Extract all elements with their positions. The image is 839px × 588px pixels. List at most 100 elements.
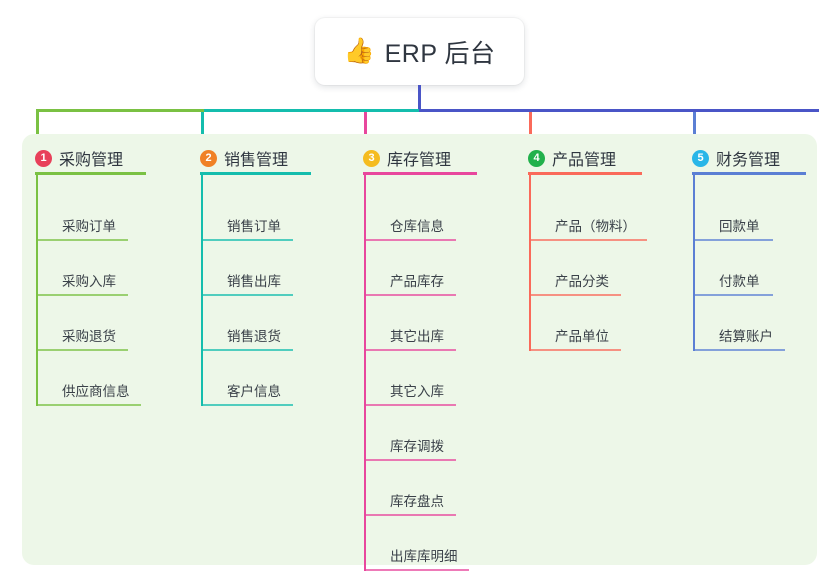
leaf-item[interactable]: 供应商信息 [35, 356, 144, 406]
leaf-item[interactable]: 客户信息 [200, 356, 296, 406]
branch-header-4[interactable]: 4 产品管理 [528, 146, 616, 170]
leaf-item-rule [529, 349, 621, 351]
leaf-item-rule [36, 404, 141, 406]
leaf-item-label: 产品单位 [555, 329, 609, 344]
branch-header-rule-4 [528, 172, 642, 175]
branch-badge-4: 4 [528, 149, 545, 167]
branch-header-2[interactable]: 2 销售管理 [200, 146, 288, 170]
leaf-item[interactable]: 库存调拨 [363, 411, 459, 461]
branch-header-3[interactable]: 3 库存管理 [363, 146, 451, 170]
connector-segment-1 [36, 109, 204, 112]
branch-title-2: 销售管理 [224, 152, 289, 169]
leaf-item-rule [529, 239, 647, 241]
leaf-item[interactable]: 销售退货 [200, 301, 296, 351]
branch-badge-3: 3 [363, 149, 380, 167]
leaf-item[interactable]: 其它出库 [363, 301, 459, 351]
leaf-item-rule [364, 239, 456, 241]
branch-header-5[interactable]: 5 财务管理 [692, 146, 780, 170]
leaf-item-label: 采购入库 [62, 274, 116, 289]
leaf-item-label: 采购订单 [62, 219, 116, 234]
leaf-item[interactable]: 销售出库 [200, 246, 296, 296]
leaf-item-rule [364, 294, 456, 296]
leaf-item-rule [201, 349, 293, 351]
leaf-item-rule [693, 239, 773, 241]
leaf-item-rule [36, 239, 128, 241]
branch-title-4: 产品管理 [552, 152, 617, 169]
branch-panel: 1 采购管理采购订单采购入库采购退货供应商信息 2 销售管理销售订单销售出库销售退货客… [22, 134, 817, 571]
leaf-item-rule [36, 294, 128, 296]
connector-stub-5 [693, 112, 696, 137]
leaf-item-rule [364, 569, 469, 571]
leaf-item-rule [36, 349, 128, 351]
root-node[interactable]: 👍 ERP 后台 [315, 18, 524, 85]
connector-stub-2 [201, 112, 204, 137]
leaf-item[interactable]: 出库库明细 [363, 521, 472, 571]
leaf-item[interactable]: 仓库信息 [363, 191, 459, 241]
branch-title-1: 采购管理 [59, 152, 124, 169]
branch-header-rule-3 [363, 172, 477, 175]
branch-header-1[interactable]: 1 采购管理 [35, 146, 123, 170]
leaf-item[interactable]: 采购订单 [35, 191, 131, 241]
leaf-item-label: 产品库存 [390, 274, 444, 289]
leaf-item[interactable]: 采购退货 [35, 301, 131, 351]
branch-header-rule-1 [35, 172, 146, 175]
connector-segment-3 [419, 109, 819, 112]
branch-title-3: 库存管理 [387, 152, 452, 169]
leaf-item[interactable]: 回款单 [692, 191, 776, 241]
leaf-item-label: 回款单 [719, 219, 760, 234]
leaf-item-label: 付款单 [719, 274, 760, 289]
branch-badge-2: 2 [200, 149, 217, 167]
branch-spine-3 [364, 175, 366, 571]
leaf-item-rule [364, 459, 456, 461]
leaf-item-label: 供应商信息 [62, 384, 130, 399]
leaf-item-label: 产品分类 [555, 274, 609, 289]
leaf-item-rule [364, 349, 456, 351]
branch-spine-2 [201, 175, 203, 406]
leaf-item-rule [693, 349, 785, 351]
branch-spine-5 [693, 175, 695, 351]
leaf-item-label: 客户信息 [227, 384, 281, 399]
leaf-item-label: 仓库信息 [390, 219, 444, 234]
leaf-item[interactable]: 其它入库 [363, 356, 459, 406]
connector-stub-1 [36, 112, 39, 137]
connector-stub-3 [364, 112, 367, 137]
leaf-item-label: 其它入库 [390, 384, 444, 399]
leaf-item-label: 销售退货 [227, 329, 281, 344]
branch-header-rule-5 [692, 172, 806, 175]
branch-title-5: 财务管理 [716, 152, 781, 169]
leaf-item[interactable]: 产品库存 [363, 246, 459, 296]
branch-spine-1 [36, 175, 38, 406]
leaf-item[interactable]: 销售订单 [200, 191, 296, 241]
leaf-item-rule [693, 294, 773, 296]
branch-header-rule-2 [200, 172, 311, 175]
branch-badge-5: 5 [692, 149, 709, 167]
leaf-item[interactable]: 采购入库 [35, 246, 131, 296]
leaf-item-label: 库存调拨 [390, 439, 444, 454]
leaf-item[interactable]: 产品（物料） [528, 191, 650, 241]
leaf-item-label: 销售订单 [227, 219, 281, 234]
thumbs-up-icon: 👍 [343, 37, 375, 65]
leaf-item-rule [364, 404, 456, 406]
leaf-item[interactable]: 结算账户 [692, 301, 788, 351]
leaf-item[interactable]: 产品单位 [528, 301, 624, 351]
leaf-item-rule [364, 514, 456, 516]
leaf-item-rule [201, 294, 293, 296]
leaf-item-label: 采购退货 [62, 329, 116, 344]
leaf-item-label: 产品（物料） [555, 219, 636, 234]
leaf-item-label: 库存盘点 [390, 494, 444, 509]
connector-stub-4 [529, 112, 532, 137]
leaf-item-rule [529, 294, 621, 296]
leaf-item[interactable]: 付款单 [692, 246, 776, 296]
root-trunk-connector [418, 85, 421, 111]
leaf-item-label: 出库库明细 [390, 549, 458, 564]
leaf-item-label: 结算账户 [719, 329, 773, 344]
leaf-item-rule [201, 404, 293, 406]
leaf-item[interactable]: 库存盘点 [363, 466, 459, 516]
leaf-item[interactable]: 产品分类 [528, 246, 624, 296]
leaf-item-label: 销售出库 [227, 274, 281, 289]
branch-badge-1: 1 [35, 149, 52, 167]
leaf-item-rule [201, 239, 293, 241]
connector-segment-2 [204, 109, 419, 112]
leaf-item-label: 其它出库 [390, 329, 444, 344]
